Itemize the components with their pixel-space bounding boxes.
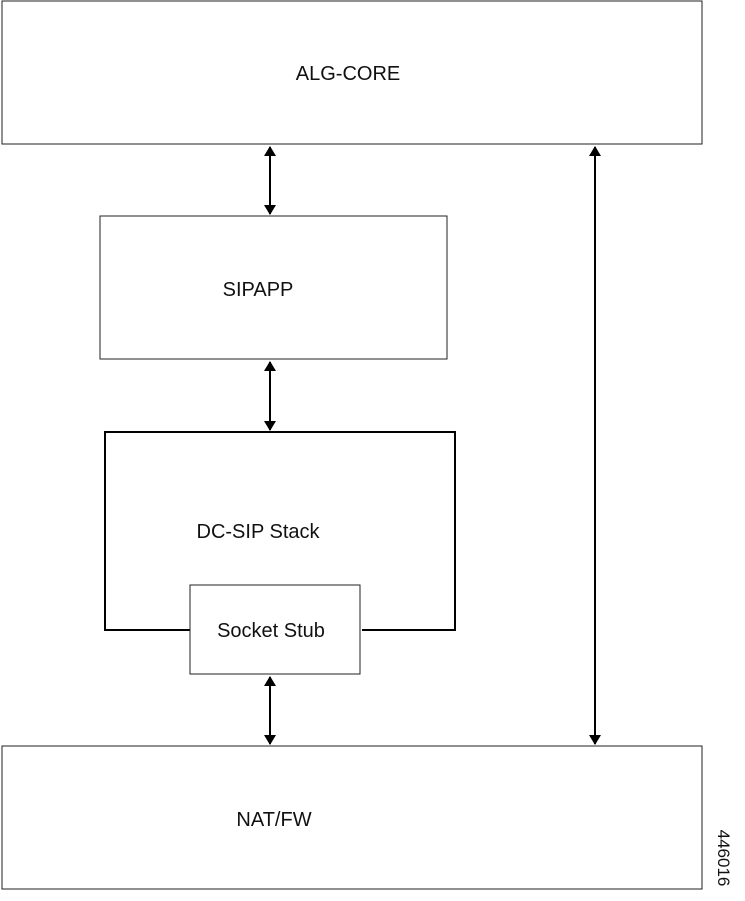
sipapp-box: SIPAPP (99, 215, 448, 360)
figure-id-label: 446016 (714, 830, 733, 887)
socket-stub-box: Socket Stub (189, 584, 361, 675)
sipapp-label: SIPAPP (223, 279, 294, 301)
alg-core-box: ALG-CORE (1, 0, 703, 145)
dc-sip-stack-label: DC-SIP Stack (197, 521, 321, 543)
alg-core-label: ALG-CORE (296, 63, 400, 85)
nat-fw-label: NAT/FW (236, 809, 311, 831)
socket-stub-label: Socket Stub (217, 620, 325, 642)
dc-sip-stack-box: DC-SIP Stack (104, 431, 456, 631)
nat-fw-box: NAT/FW (1, 745, 703, 890)
